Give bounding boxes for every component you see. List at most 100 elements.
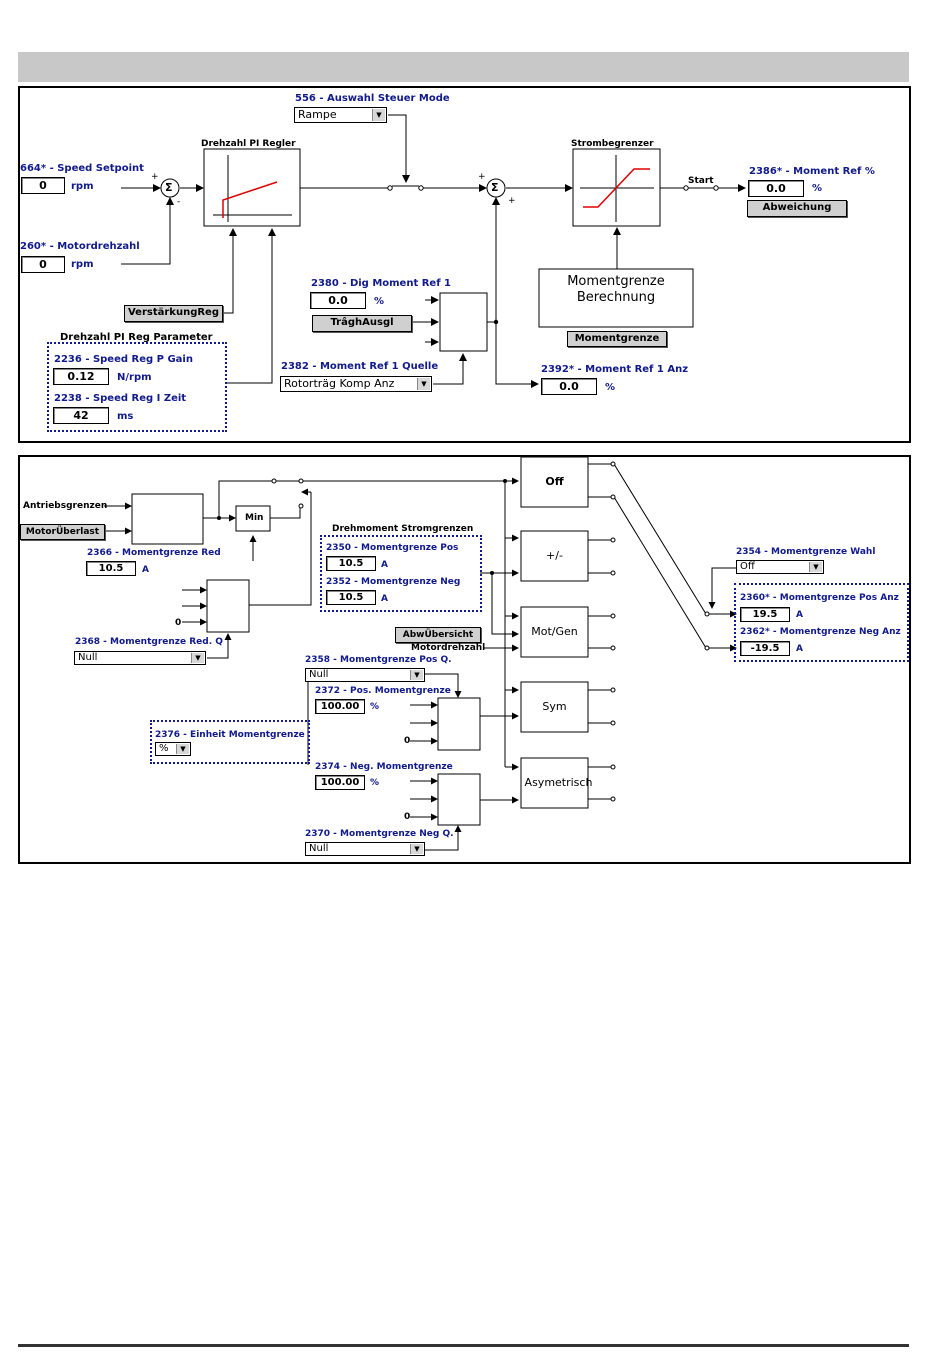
p2350-value[interactable]: 10.5	[326, 556, 376, 571]
momentgrenze-block-line2: Berechnung	[576, 290, 656, 305]
pi-block-title: Drehzahl PI Regler	[201, 139, 296, 149]
zero-label-2: 0	[404, 736, 411, 746]
p2368-label: 2368 - Momentgrenze Red. Q	[75, 637, 223, 647]
dropdown-arrow-icon: ▼	[410, 844, 423, 854]
start-label: Start	[688, 176, 714, 186]
p2362-label: 2362* - Momentgrenze Neg Anz	[740, 627, 901, 637]
p2376-label: 2376 - Einheit Momentgrenze	[155, 730, 305, 740]
antriebsgrenzen-label: Antriebsgrenzen	[23, 501, 108, 511]
p260-unit: rpm	[71, 259, 94, 270]
p2386-unit: %	[812, 183, 823, 194]
current-limits-group	[320, 535, 482, 612]
p2358-value: Null	[309, 669, 329, 680]
p2366-label: 2366 - Momentgrenze Red	[87, 548, 221, 558]
p260-label: 260* - Motordrehzahl	[20, 241, 140, 252]
mode-mot-gen: Mot/Gen	[531, 625, 578, 638]
p2368-value: Null	[78, 652, 98, 663]
p2374-value[interactable]: 100.00	[315, 775, 365, 790]
mode-sym: Sym	[542, 700, 567, 713]
p2368-select[interactable]: Null ▼	[74, 651, 206, 665]
p2372-unit: %	[370, 702, 380, 712]
p2352-label: 2352 - Momentgrenze Neg	[326, 577, 461, 587]
top-wiring	[121, 114, 746, 388]
p2352-value[interactable]: 10.5	[326, 590, 376, 605]
p2360-label: 2360* - Momentgrenze Pos Anz	[740, 593, 899, 603]
p2380-value[interactable]: 0.0	[310, 292, 366, 309]
p2372-value[interactable]: 100.00	[315, 699, 365, 714]
momentgrenze-button[interactable]: Momentgrenze	[567, 331, 667, 347]
limiter-block-title: Strombegrenzer	[571, 139, 654, 149]
sum1-plus: +	[151, 172, 159, 182]
mode-asymetrisch: Asymetrisch	[524, 776, 593, 789]
p2366-value[interactable]: 10.5	[86, 561, 136, 576]
dropdown-arrow-icon: ▼	[176, 744, 189, 754]
p2372-label: 2372 - Pos. Momentgrenze	[315, 686, 451, 696]
p2366-unit: A	[142, 565, 149, 575]
sum2-plus-bottom: +	[508, 196, 516, 206]
dropdown-arrow-icon: ▼	[372, 109, 385, 121]
limiter-curve-icon	[572, 148, 661, 227]
p2392-unit: %	[605, 382, 616, 393]
p2380-unit: %	[374, 296, 385, 307]
p260-value[interactable]: 0	[21, 256, 65, 273]
p2370-value: Null	[309, 843, 329, 854]
p2386-label: 2386* - Moment Ref %	[749, 166, 875, 177]
footer-rule	[18, 1344, 909, 1347]
p664-value[interactable]: 0	[21, 177, 65, 194]
p2354-value: Off	[740, 561, 755, 572]
p2382-value: Rotorträg Komp Anz	[284, 377, 395, 390]
zero-label-1: 0	[175, 618, 182, 628]
abweichung-button[interactable]: Abweichung	[747, 200, 847, 217]
p2360-unit: A	[796, 610, 803, 620]
zero-label-3: 0	[404, 812, 411, 822]
dropdown-arrow-icon: ▼	[191, 653, 204, 663]
p664-unit: rpm	[71, 181, 94, 192]
p2362-unit: A	[796, 644, 803, 654]
p664-label: 664* - Speed Setpoint	[20, 163, 144, 174]
p2382-select[interactable]: Rotorträg Komp Anz ▼	[280, 376, 432, 392]
p2238-label: 2238 - Speed Reg I Zeit	[54, 393, 187, 404]
p2392-value[interactable]: 0.0	[541, 378, 597, 395]
verstaerkung-button[interactable]: VerstärkungReg	[124, 305, 223, 322]
p2376-value: %	[159, 743, 169, 754]
p2370-label: 2370 - Momentgrenze Neg Q.	[305, 829, 454, 839]
torque-limit-display-group	[734, 583, 909, 662]
pi-params-group	[47, 342, 227, 432]
sum2-symbol: Σ	[491, 181, 499, 194]
momentgrenze-block-line1: Momentgrenze	[567, 274, 665, 289]
p2350-unit: A	[381, 560, 388, 570]
p2238-unit: ms	[117, 411, 134, 422]
p2358-select[interactable]: Null ▼	[305, 668, 425, 682]
p2382-label: 2382 - Moment Ref 1 Quelle	[281, 361, 439, 372]
control-mode-value: Rampe	[298, 108, 337, 121]
motorueberlast-button[interactable]: MotorÜberlast	[20, 524, 105, 540]
p2354-select[interactable]: Off ▼	[736, 560, 824, 574]
p2238-value[interactable]: 42	[53, 407, 109, 424]
summing-junction-icon	[160, 178, 506, 198]
mode-plus-minus: +/-	[546, 549, 563, 562]
unit-group	[150, 720, 310, 764]
traegh-button[interactable]: TrâghAusgl	[312, 315, 412, 332]
p2352-unit: A	[381, 594, 388, 604]
sum1-symbol: Σ	[165, 181, 173, 194]
p2376-select[interactable]: % ▼	[155, 742, 191, 756]
bottom-wiring	[104, 456, 737, 851]
p2374-unit: %	[370, 778, 380, 788]
control-mode-select[interactable]: Rampe ▼	[294, 107, 387, 123]
dropdown-arrow-icon: ▼	[410, 670, 423, 680]
header-bar	[18, 52, 909, 82]
dropdown-arrow-icon: ▼	[417, 378, 430, 390]
p2380-label: 2380 - Dig Moment Ref 1	[311, 278, 451, 289]
mode-off: Off	[545, 475, 564, 488]
p2236-value[interactable]: 0.12	[53, 368, 109, 385]
p2386-value[interactable]: 0.0	[748, 180, 804, 197]
p2374-label: 2374 - Neg. Momentgrenze	[315, 762, 453, 772]
p2236-label: 2236 - Speed Reg P Gain	[54, 354, 193, 365]
p2370-select[interactable]: Null ▼	[305, 842, 425, 856]
p2362-value: -19.5	[740, 641, 790, 656]
p2358-label: 2358 - Momentgrenze Pos Q.	[305, 655, 452, 665]
motordrehzahl-label: Motordrehzahl	[411, 643, 486, 653]
abwuebersicht-button[interactable]: AbwÜbersicht	[395, 627, 481, 643]
p2350-label: 2350 - Momentgrenze Pos	[326, 543, 459, 553]
min-block-label: Min	[245, 513, 264, 523]
